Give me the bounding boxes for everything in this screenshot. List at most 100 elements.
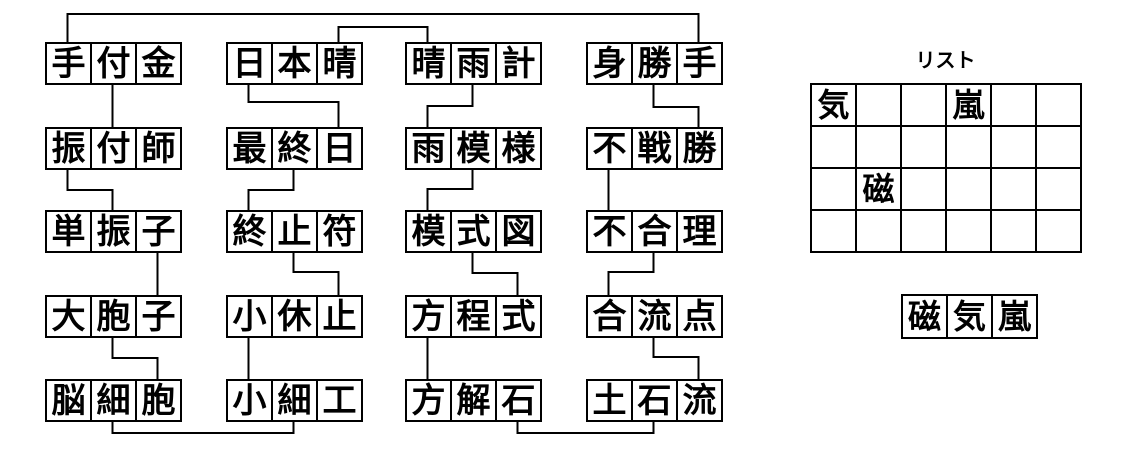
word-cell: 小 <box>232 297 267 336</box>
connector-line-止 <box>292 252 340 295</box>
word-cell: 程 <box>450 297 495 336</box>
list-cell-empty <box>991 210 1036 252</box>
word-box: 小細工 <box>226 379 363 422</box>
word-box: 振付師 <box>45 127 182 170</box>
word-cell: 終 <box>271 129 316 168</box>
list-cell-empty <box>946 210 991 252</box>
answer-box: 磁気嵐 <box>901 294 1038 339</box>
connector-line-勝 <box>652 84 700 127</box>
word-box: 脳細胞 <box>45 379 182 422</box>
word-cell: 模 <box>411 212 446 251</box>
list-cell-empty <box>901 210 946 252</box>
word-cell: 付 <box>90 129 135 168</box>
word-cell: 合 <box>631 212 676 251</box>
word-box: 模式図 <box>405 210 542 253</box>
word-box: 雨模様 <box>405 127 542 170</box>
word-box: 大胞子 <box>45 295 182 338</box>
list-cell-empty <box>811 168 856 210</box>
word-cell: 休 <box>271 297 316 336</box>
word-box: 最終日 <box>226 127 363 170</box>
word-cell: 雨 <box>411 129 446 168</box>
word-cell: 小 <box>232 381 267 420</box>
word-cell: 様 <box>495 129 540 168</box>
word-box: 方解石 <box>405 379 542 422</box>
word-box: 不合理 <box>586 210 723 253</box>
word-cell: 晴 <box>316 44 361 83</box>
word-cell: 金 <box>135 44 180 83</box>
answer-cell: 嵐 <box>991 296 1036 337</box>
list-cell-empty <box>991 84 1036 126</box>
word-cell: 解 <box>450 381 495 420</box>
word-cell: 雨 <box>450 44 495 83</box>
word-cell: 不 <box>592 212 627 251</box>
list-grid: 気嵐磁 <box>810 83 1082 253</box>
word-cell: 単 <box>51 212 86 251</box>
word-cell: 土 <box>592 381 627 420</box>
connector-line-振 <box>66 169 114 210</box>
word-cell: 点 <box>676 297 721 336</box>
word-cell: 手 <box>51 44 86 83</box>
list-cell-empty <box>1036 84 1081 126</box>
list-cell-filled: 磁 <box>856 168 901 210</box>
list-cell-empty <box>901 168 946 210</box>
connector-line-石 <box>516 421 655 434</box>
word-box: 晴雨計 <box>405 42 542 85</box>
word-box: 小休止 <box>226 295 363 338</box>
list-cell-empty <box>856 126 901 168</box>
word-cell: 流 <box>676 381 721 420</box>
connector-line-細 <box>111 421 295 434</box>
word-cell: 細 <box>90 381 135 420</box>
list-cell-empty <box>901 84 946 126</box>
word-cell: 手 <box>676 44 721 83</box>
word-cell: 図 <box>495 212 540 251</box>
word-cell: 日 <box>316 129 361 168</box>
list-cell-empty <box>946 126 991 168</box>
connector-line-終 <box>247 169 295 210</box>
word-cell: 身 <box>592 44 627 83</box>
word-cell: 本 <box>271 44 316 83</box>
connector-line-模 <box>426 169 474 210</box>
word-cell: 流 <box>631 297 676 336</box>
list-cell-empty <box>811 210 856 252</box>
word-box: 不戦勝 <box>586 127 723 170</box>
word-cell: 子 <box>135 297 180 336</box>
list-cell-empty <box>901 126 946 168</box>
word-box: 日本晴 <box>226 42 363 85</box>
word-box: 合流点 <box>586 295 723 338</box>
word-cell: 符 <box>316 212 361 251</box>
list-cell-empty <box>991 126 1036 168</box>
word-cell: 合 <box>592 297 627 336</box>
word-cell: 理 <box>676 212 721 251</box>
connector-line-手 <box>66 13 700 42</box>
word-box: 手付金 <box>45 42 182 85</box>
list-cell-empty <box>1036 168 1081 210</box>
list-cell-empty <box>1036 210 1081 252</box>
word-cell: 胞 <box>135 381 180 420</box>
list-cell-empty <box>856 210 901 252</box>
list-cell-empty <box>856 84 901 126</box>
word-cell: 石 <box>495 381 540 420</box>
answer-cell: 気 <box>946 296 991 337</box>
word-cell: 式 <box>450 212 495 251</box>
word-box: 土石流 <box>586 379 723 422</box>
list-title: リスト <box>915 50 976 72</box>
word-cell: 止 <box>271 212 316 251</box>
word-cell: 方 <box>411 381 446 420</box>
word-cell: 計 <box>495 44 540 83</box>
word-cell: 式 <box>495 297 540 336</box>
word-cell: 工 <box>316 381 361 420</box>
list-cell-filled: 嵐 <box>946 84 991 126</box>
word-cell: 最 <box>232 129 267 168</box>
word-cell: 大 <box>51 297 86 336</box>
connector-line-晴 <box>337 26 429 42</box>
connector-line-合 <box>607 252 655 295</box>
word-cell: 勝 <box>631 44 676 83</box>
word-cell: 振 <box>90 212 135 251</box>
list-cell-empty <box>1036 126 1081 168</box>
word-cell: 終 <box>232 212 267 251</box>
word-cell: 模 <box>450 129 495 168</box>
connector-line-式 <box>471 252 519 295</box>
word-cell: 細 <box>271 381 316 420</box>
